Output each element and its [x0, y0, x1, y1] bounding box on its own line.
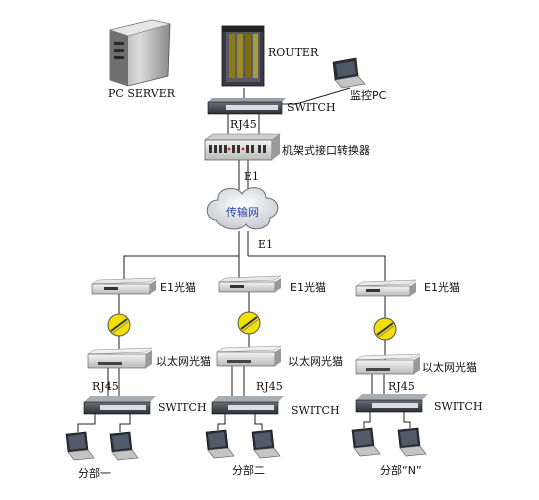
sw1-laptop-b [119, 414, 131, 432]
sw3-laptop-b [403, 412, 411, 428]
eth-modem-1-icon [87, 347, 153, 369]
e1-modem-3-icon [355, 279, 417, 297]
branch1-rj45-label: RJ45 [92, 380, 119, 393]
sw3-laptop-a [363, 412, 371, 428]
branch2-e1-modem-label: E1光猫 [290, 281, 326, 294]
branch3-e1-modem-label: E1光猫 [424, 281, 460, 294]
sw2-laptop-a [217, 414, 226, 430]
core-switch-label: SWITCH [287, 101, 336, 114]
pc-server-icon [108, 19, 171, 87]
branch2-eth-modem-label: 以太网光猫 [288, 355, 343, 368]
branch2-switch-label: SWITCH [291, 404, 340, 417]
rack-converter-label: 机架式接口转换器 [282, 144, 370, 157]
rack-converter-icon [204, 133, 281, 161]
cloud-label: 传输网 [226, 206, 259, 219]
branch1-name: 分部一 [78, 467, 111, 480]
branch3-rj45-label: RJ45 [388, 380, 415, 393]
branch3-laptop-b-icon [397, 427, 427, 457]
sw1-laptop-a [77, 414, 96, 432]
branch2-laptop-b-icon [251, 429, 281, 459]
sw2-laptop-b [254, 414, 263, 430]
e1-top-label: E1 [244, 170, 260, 183]
eth-modem-3-icon [355, 353, 421, 375]
branch-switch-2-icon [211, 396, 284, 415]
switch-monitor-link [280, 87, 351, 105]
pc-server-label: PC SERVER [108, 87, 176, 100]
branch1-e1-modem-label: E1光猫 [160, 281, 196, 294]
branch2-laptop-a-icon [205, 429, 235, 459]
branch3-name: 分部“N” [380, 464, 422, 477]
e1-mid-label: E1 [258, 238, 274, 251]
router-icon [221, 25, 265, 87]
rj45-core-label: RJ45 [230, 118, 257, 131]
e1-modem-1-icon [91, 277, 157, 295]
branch3-eth-modem-label: 以太网光猫 [422, 361, 477, 374]
branch1-eth-modem-label: 以太网光猫 [156, 355, 211, 368]
branch2-name: 分部二 [232, 464, 265, 477]
fiber-coil-1-icon [107, 313, 131, 337]
transport-network-cloud [206, 187, 279, 230]
bus-branch1 [123, 255, 239, 282]
eth-modem-2-icon [216, 345, 282, 367]
branch1-switch-label: SWITCH [158, 401, 207, 414]
branch3-laptop-a-icon [351, 427, 381, 457]
monitor-pc-icon [332, 57, 366, 89]
branch1-laptop-a-icon [65, 431, 95, 461]
branch3-switch-label: SWITCH [434, 400, 483, 413]
router-label: ROUTER [268, 46, 319, 59]
branch2-rj45-label: RJ45 [256, 380, 283, 393]
monitor-pc-label: 监控PC [350, 89, 387, 102]
core-switch-icon [207, 98, 286, 115]
bus-branch3 [248, 255, 386, 282]
branch1-laptop-b-icon [109, 431, 139, 461]
fiber-coil-2-icon [237, 311, 261, 335]
branch-switch-1-icon [83, 396, 156, 415]
fiber-coil-3-icon [373, 317, 397, 341]
branch-switch-3-icon [355, 394, 428, 413]
e1-modem-2-icon [218, 275, 282, 293]
